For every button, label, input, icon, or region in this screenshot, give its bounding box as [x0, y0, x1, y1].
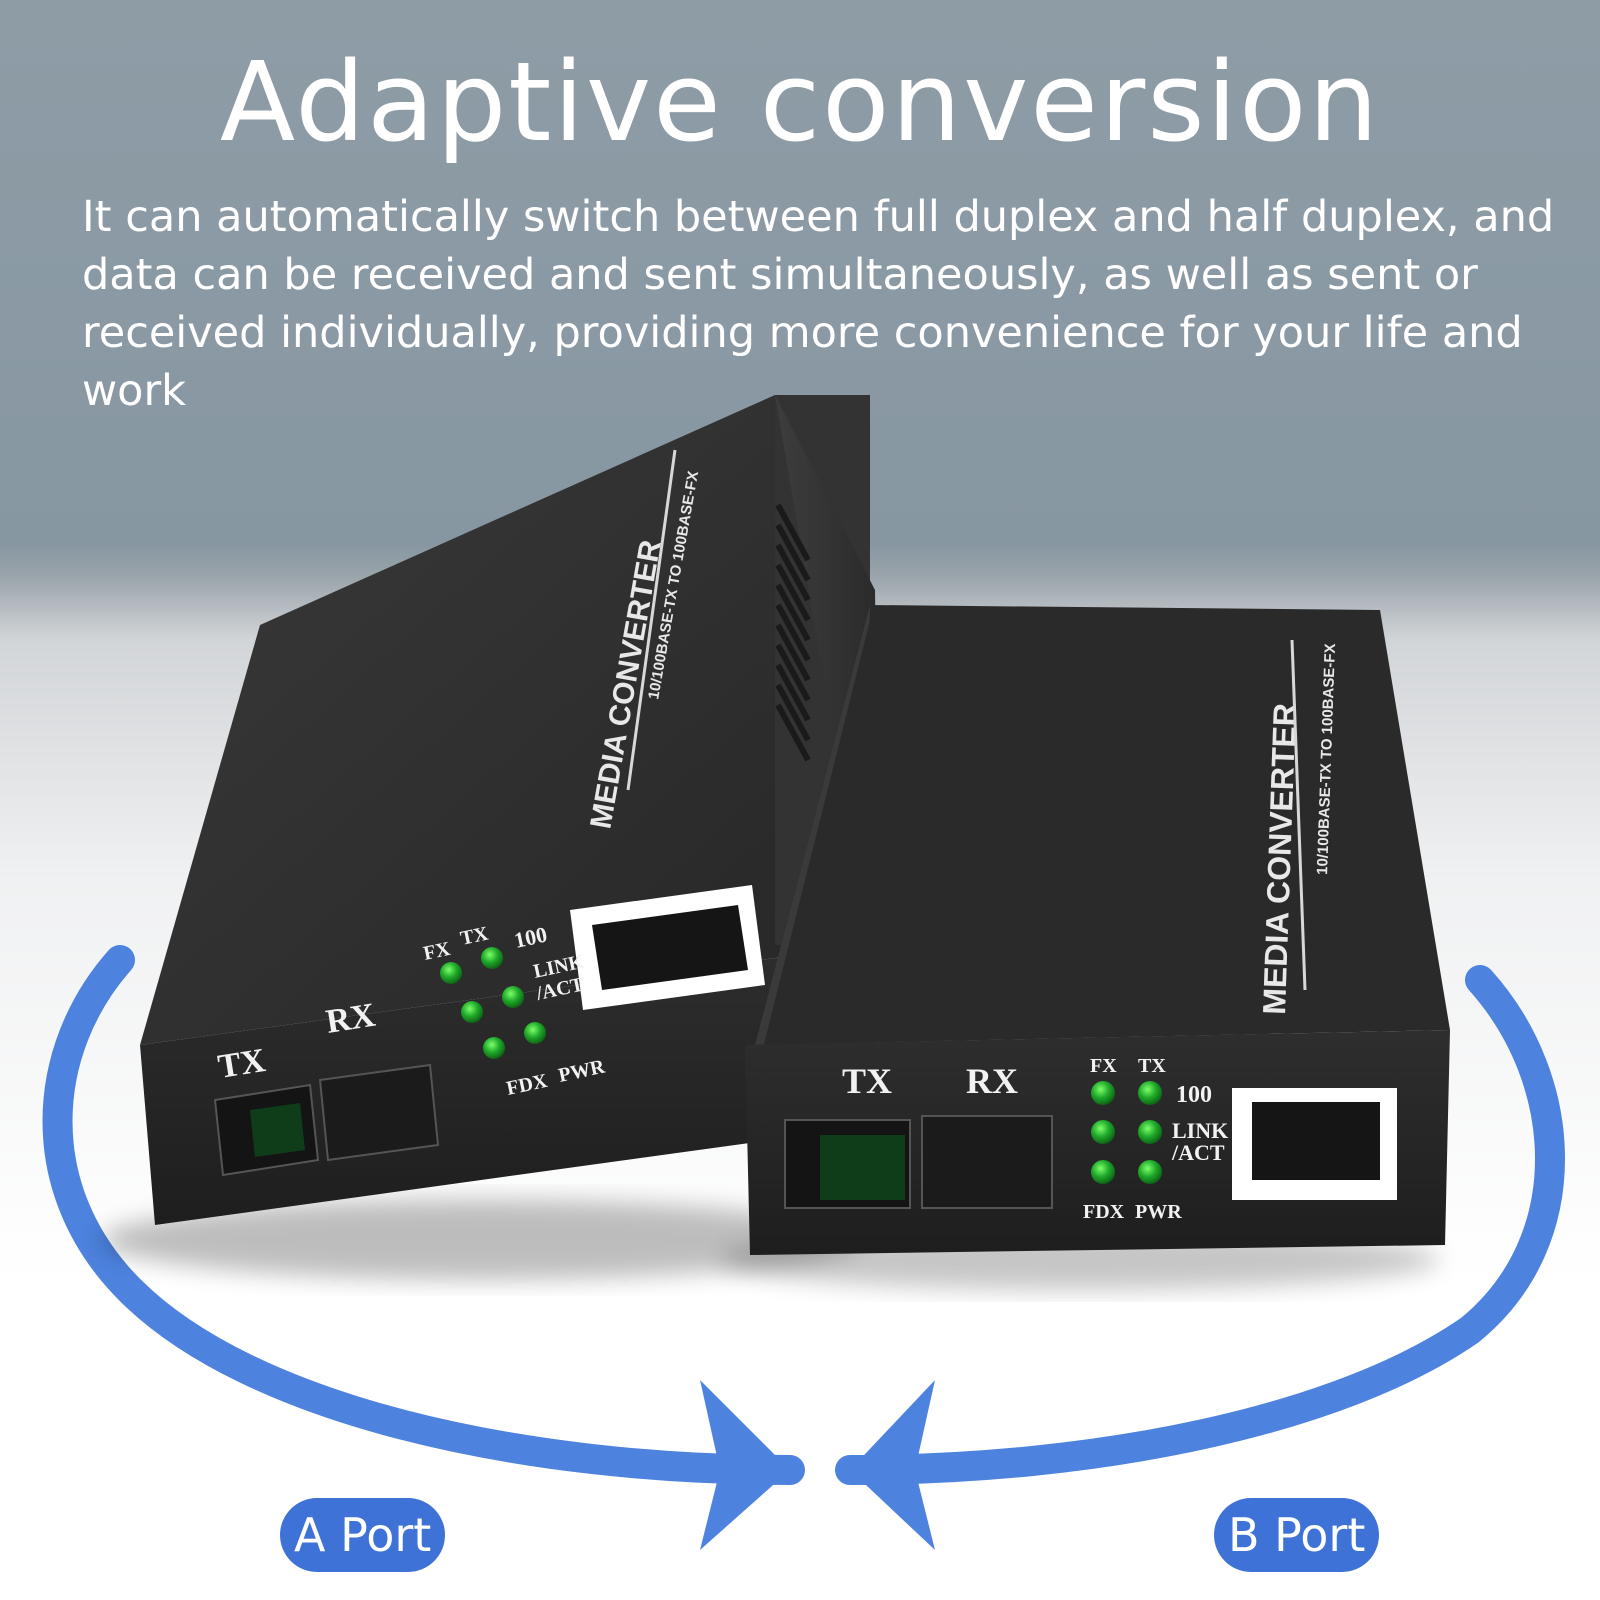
device-a-led-fx — [440, 962, 462, 984]
device-a-rx-label: RX — [323, 997, 378, 1041]
device-b-led-tx — [1138, 1081, 1162, 1105]
device-b-led-tx-label: TX — [1138, 1055, 1166, 1077]
device-b-led-link-label: LINK — [1172, 1118, 1228, 1143]
device-a-front — [140, 945, 880, 1225]
device-b-led-fdx — [1091, 1160, 1115, 1184]
device-a-led-tx — [481, 947, 503, 969]
device-b-led-link2 — [1138, 1120, 1162, 1144]
device-a-top — [140, 395, 870, 1045]
description: It can automatically switch between full… — [82, 192, 1555, 416]
device-a-led-link2 — [502, 986, 524, 1008]
device-b-rx-port — [921, 1115, 1053, 1209]
device-a-rx-port — [318, 1063, 440, 1162]
device-b-led-fx — [1091, 1081, 1115, 1105]
device-b-led-fdx-label: FDX — [1083, 1201, 1125, 1223]
device-b-led-pwr-label: PWR — [1135, 1201, 1182, 1223]
device-a-led-pwr — [524, 1022, 546, 1044]
media-converter-b: TX RX FX TX 100 LINK /ACT FDX PWR MEDIA … — [745, 605, 1450, 1255]
device-a-tx-label: TX — [215, 1042, 268, 1086]
b-port-label: B Port — [1214, 1498, 1380, 1572]
device-b-rx-label: RX — [966, 1061, 1018, 1101]
device-b-top — [755, 605, 1450, 1045]
device-a-vents — [775, 503, 811, 762]
device-b-led-100-label: 100 — [1176, 1082, 1212, 1108]
a-port-label: A Port — [280, 1498, 446, 1572]
device-b-led-fx-label: FX — [1090, 1055, 1117, 1077]
right-arrow — [835, 965, 1565, 1550]
device-a-led-link1 — [461, 1001, 483, 1023]
device-b-led-pwr — [1138, 1160, 1162, 1184]
device-b-led-act-label: /ACT — [1171, 1140, 1225, 1165]
device-b-led-link1 — [1091, 1120, 1115, 1144]
device-a-led-fdx — [483, 1037, 505, 1059]
headline: Adaptive conversion — [219, 38, 1381, 166]
left-arrow — [42, 945, 805, 1550]
device-b-tx-label: TX — [842, 1061, 892, 1101]
